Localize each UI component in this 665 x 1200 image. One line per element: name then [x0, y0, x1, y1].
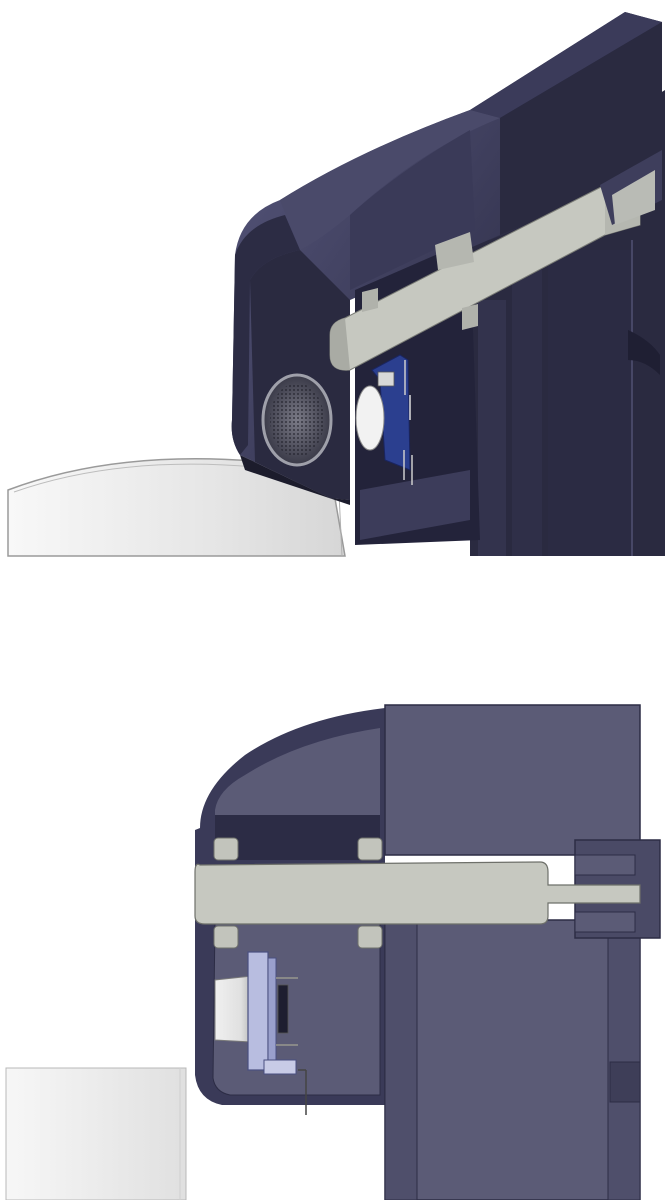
section-drawing — [5, 704, 661, 1200]
shaft-section — [194, 837, 641, 949]
isometric-drawing — [7, 12, 665, 557]
speaker-grille — [261, 373, 333, 467]
isometric-cutaway-view — [0, 0, 665, 560]
shaft — [329, 150, 662, 371]
side-section-view — [0, 690, 665, 1200]
target-cylinder-section — [5, 1067, 187, 1200]
sensor-board-section — [214, 951, 307, 1115]
sensor-board — [355, 354, 413, 485]
